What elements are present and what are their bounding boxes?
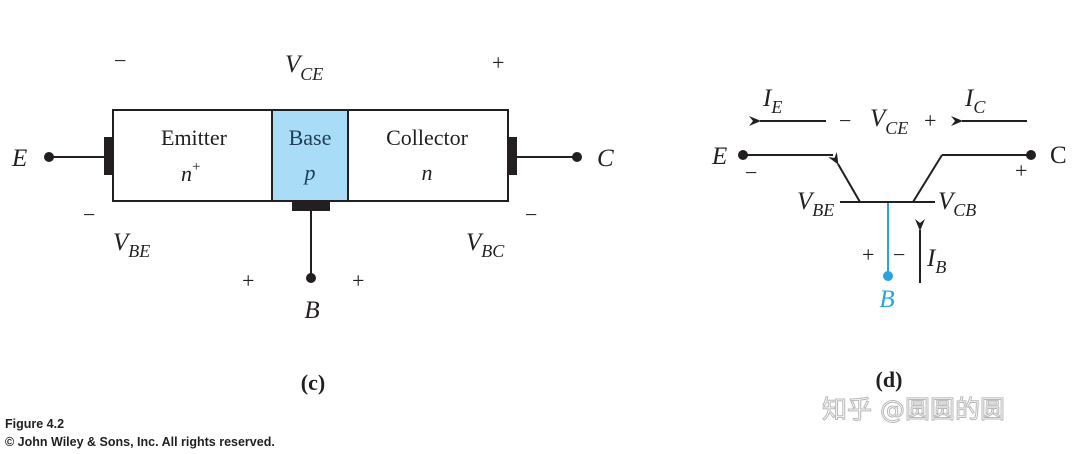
collector-d-terminal-label: C <box>1050 142 1067 169</box>
vbe-plus-sign: + <box>242 268 254 293</box>
base-d-minus-sign: − <box>893 242 905 267</box>
emitter-arrow <box>828 151 861 203</box>
emitter-d-terminal-label: E <box>711 143 727 170</box>
base-d-plus-sign: + <box>862 242 874 267</box>
emitter-contact <box>104 137 113 175</box>
panel-c-caption: (c) <box>301 370 325 395</box>
vbc-plus-sign: + <box>352 268 364 293</box>
panel-d: IE − VCE + IC E − C + VBE VCB B + − IB (… <box>711 85 1067 392</box>
collector-region <box>347 109 509 202</box>
vbc-label: VBC <box>466 229 505 261</box>
collector-region-label: Collector <box>386 125 469 150</box>
vbe-d-label: VBE <box>797 188 834 220</box>
emitter-region <box>112 109 273 202</box>
base-doping: p <box>303 160 316 185</box>
base-terminal-label: B <box>304 297 319 324</box>
emitter-region-label: Emitter <box>161 125 228 150</box>
collector-terminal-label: C <box>597 145 614 172</box>
vbc-minus-sign: − <box>525 202 537 227</box>
collector-d-terminal-dot <box>1026 150 1036 160</box>
vbe-label: VBE <box>113 229 150 261</box>
emitter-terminal-dot <box>44 152 54 162</box>
vce-d-minus-sign: − <box>839 108 851 133</box>
vce-d-plus-sign: + <box>924 108 936 133</box>
panel-c: − VCE + Emitter n+ Base p Collector n E … <box>11 48 614 395</box>
base-d-terminal-dot <box>883 271 893 281</box>
collector-contact <box>508 137 517 175</box>
collector-doping: n <box>422 160 433 185</box>
base-region-label: Base <box>289 125 332 150</box>
vce-plus-sign: + <box>492 50 504 75</box>
base-terminal-dot <box>306 273 316 283</box>
vcb-d-label: VCB <box>938 188 976 220</box>
watermark: 知乎 @圆圆的圆 <box>822 395 1005 424</box>
vce-minus-sign: − <box>114 48 126 73</box>
base-contact <box>292 202 330 211</box>
vce-label: VCE <box>285 51 323 84</box>
collector-terminal-dot <box>572 152 582 162</box>
emitter-doping: n+ <box>181 159 200 186</box>
base-d-terminal-label: B <box>879 286 894 313</box>
vce-d-label: VCE <box>870 105 908 138</box>
vbe-minus-sign: − <box>83 202 95 227</box>
ic-label: IC <box>964 85 986 117</box>
emitter-terminal-label: E <box>11 145 27 172</box>
emitter-d-minus-sign: − <box>745 160 757 185</box>
collector-d-plus-sign: + <box>1015 158 1027 183</box>
collector-diagonal <box>912 154 943 203</box>
ib-label: IB <box>926 245 946 277</box>
base-region <box>271 109 349 202</box>
figure-number: Figure 4.2 <box>5 417 64 431</box>
copyright-notice: © John Wiley & Sons, Inc. All rights res… <box>5 435 275 449</box>
panel-d-caption: (d) <box>876 367 903 392</box>
ie-label: IE <box>762 85 782 117</box>
